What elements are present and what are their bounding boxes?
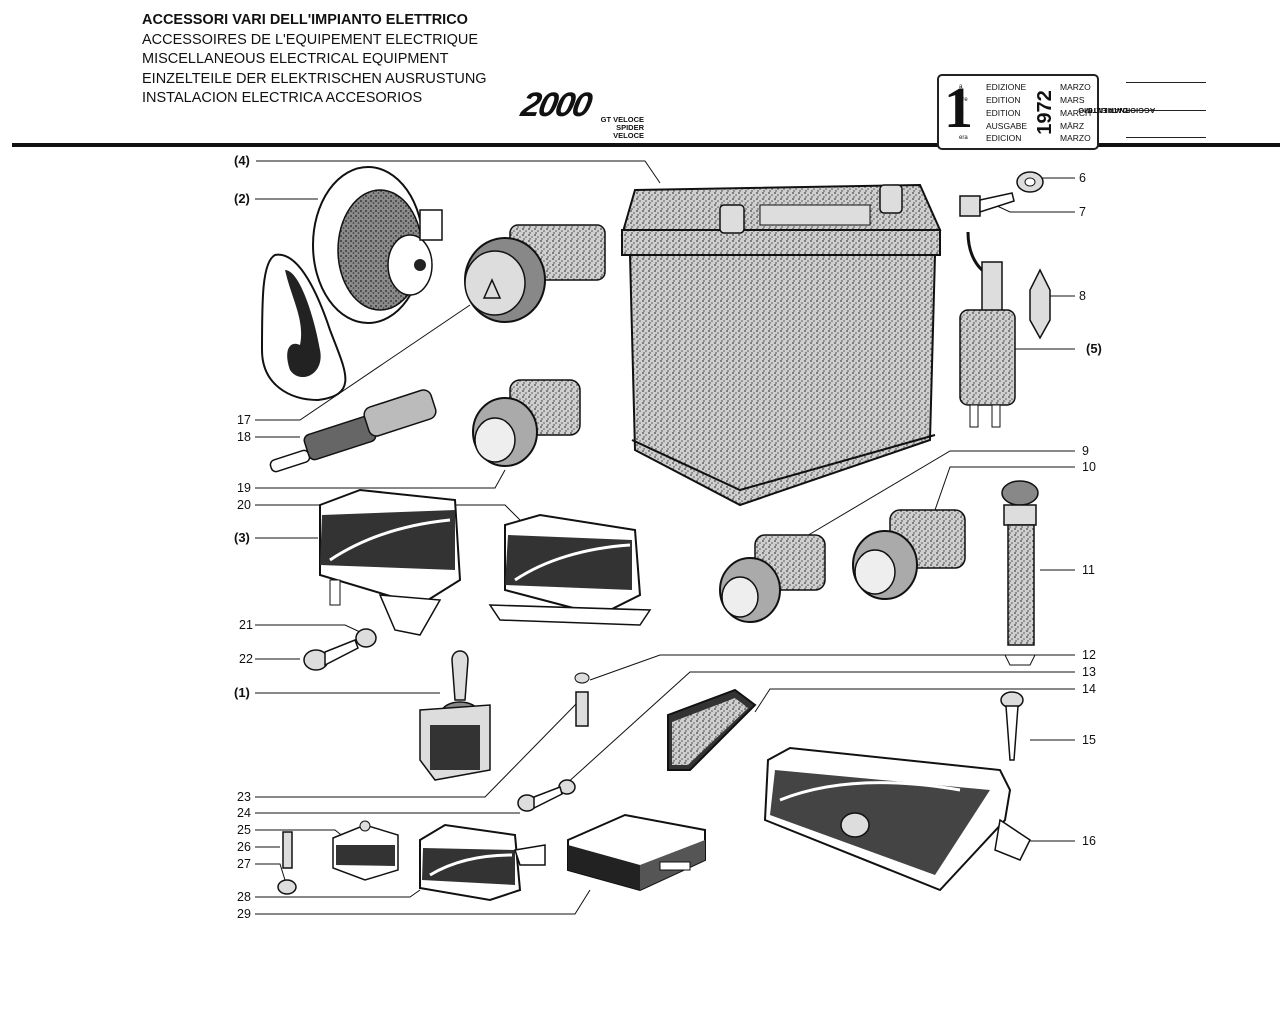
cigar-lighter-drawing [1001,480,1039,666]
callout-label: 16 [1082,834,1096,848]
callout-label: 24 [237,806,251,820]
small-relay-drawing [332,820,399,881]
edition-word: EDIZIONE [986,82,1027,92]
model-variants: GT VELOCE SPIDER VELOCE [588,116,644,140]
callout-label: 26 [237,840,251,854]
callout-label: 21 [239,618,253,632]
edition-suffix: a [959,84,963,90]
washer-drawing [355,628,377,648]
callout-label: 8 [1079,289,1086,303]
callout-label: 22 [239,652,253,666]
callout-label: 15 [1082,733,1096,747]
fuse-drawing [1029,268,1051,340]
update-line [1126,110,1206,111]
callout-label: (1) [234,685,250,700]
screw-drawing [574,672,590,727]
title-italian: ACCESSORI VARI DELL'IMPIANTO ELETTRICO [142,12,468,28]
electronic-module-drawing [567,813,706,892]
title-english: MISCELLANEOUS ELECTRICAL EQUIPMENT [142,51,449,67]
callout-label: 19 [237,481,251,495]
edition-word: EDITION [986,95,1021,105]
screw-drawing [517,786,563,812]
edition-box: 1 a ere st . era EDIZIONE EDITION EDITIO… [937,74,1099,150]
relay-drawing [319,488,462,636]
plunger-switch-drawing [269,389,437,473]
warning-lamp-drawing [472,379,581,467]
lens-drawing [667,688,757,771]
variant-gt-veloce: GT VELOCE [600,115,644,124]
leader-lines [255,160,1075,915]
callout-label: 25 [237,823,251,837]
callout-label: 7 [1079,205,1086,219]
callout-label: 11 [1082,563,1095,577]
callout-label: 12 [1082,648,1096,662]
callout-label: 9 [1082,444,1089,458]
indicator-lamp-drawing [852,509,966,600]
title-spanish: INSTALACION ELECTRICA ACCESORIOS [142,90,423,106]
title-german: EINZELTEILE DER ELEKTRISCHEN AUSRUSTUNG [142,70,487,87]
relay-drawing [419,823,546,902]
callout-label: 29 [237,907,251,921]
screw-drawing [303,639,359,671]
edition-number: 1 [944,75,973,140]
bolt-drawing [282,831,293,869]
edition-suffix: era [959,135,968,141]
flasher-unit-drawing [959,261,1016,428]
washer-drawing [1016,171,1044,193]
battery-drawing [620,183,942,507]
callout-label: (3) [234,530,250,545]
callout-label: 18 [237,430,251,444]
screw-drawing [959,192,1015,217]
housing-drawing [763,746,1031,892]
callout-label: 23 [237,790,251,804]
catalog-titles: ACCESSORI VARI DELL'IMPIANTO ELETTRICO A… [142,11,487,109]
callout-label: 6 [1079,171,1086,185]
variant-spider-veloce: SPIDER VELOCE [613,123,644,140]
screw-drawing [1000,691,1024,761]
relay-bracket-drawing [488,513,652,626]
edition-suffix: ere [959,97,968,103]
edition-month: MARZO [1060,133,1091,143]
toggle-switch-drawing [419,650,491,781]
edition-suffix: st [959,110,964,116]
title-french: ACCESSOIRES DE L'EQUIPEMENT ELECTRIQUE [142,31,479,48]
callout-label: (5) [1086,341,1102,356]
header-rule [12,143,1280,147]
hazard-switch-drawing [464,224,606,323]
update-line [1126,137,1206,138]
edition-word: AUSGABE [986,121,1028,131]
horn-drawing [260,166,443,402]
edition-month: MARZO [1060,82,1091,92]
callout-label: 17 [237,413,251,427]
edition-month: MARS [1060,95,1085,105]
callout-label: 14 [1082,682,1096,696]
callout-label: 20 [237,498,251,512]
edition-word: EDITION [986,108,1021,118]
edition-month: MARCH [1060,108,1092,118]
washer-drawing [277,879,297,895]
callout-label: 13 [1082,665,1096,679]
callout-label: 10 [1082,460,1096,474]
edition-word: EDICION [986,133,1022,143]
edition-suffix: . [959,123,961,129]
callout-label: 28 [237,890,251,904]
callout-label: 27 [237,857,251,871]
callout-label: (2) [234,191,250,206]
callout-label: (4) [234,153,250,168]
edition-month: MÄRZ [1060,121,1085,131]
indicator-lamp-drawing [719,534,826,623]
update-line [1126,82,1206,83]
